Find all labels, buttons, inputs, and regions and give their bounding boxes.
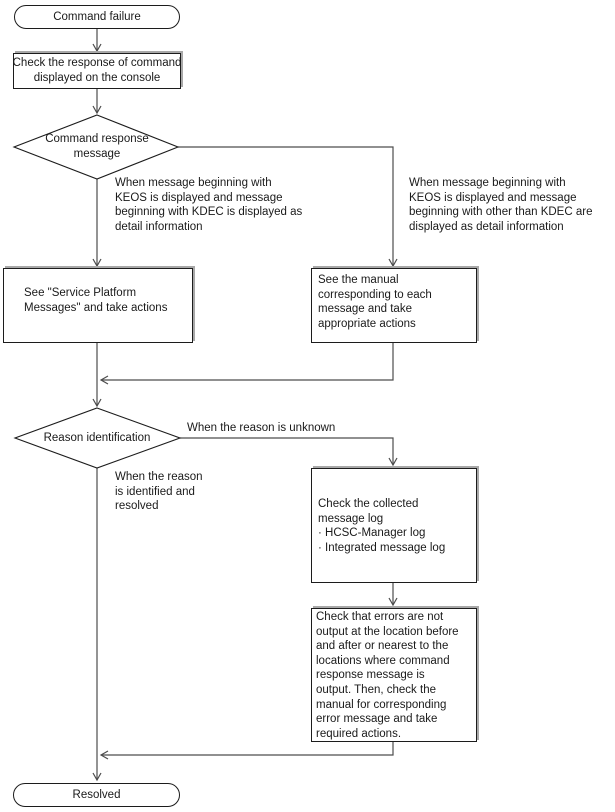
process-check-errors-line6: output. Then, check the xyxy=(316,683,436,696)
process-see-service-platform-line1: See "Service Platform xyxy=(24,287,137,299)
decision-reason-identification-diamond xyxy=(13,407,182,469)
process-check-collected-log: Check the collected message log · HCSC-M… xyxy=(311,468,477,583)
process-check-errors-line1: Check that errors are not xyxy=(316,611,444,623)
terminator-resolved: Resolved xyxy=(13,783,180,807)
process-check-errors-line5: response message is xyxy=(316,669,425,682)
connector-decision2-to-check-collected-log xyxy=(180,437,398,467)
edge-label-reason-identified-line3: resolved xyxy=(115,500,159,513)
process-check-errors-line8: error message and take xyxy=(316,713,438,726)
process-see-manual: See the manual corresponding to each mes… xyxy=(311,268,477,343)
edge-label-keos-kdec-line1: When message beginning with xyxy=(115,177,272,189)
edge-label-keos-other-line1: When message beginning with xyxy=(409,177,566,189)
connector-check-errors-merge xyxy=(99,742,394,760)
process-see-manual-line2: corresponding to each xyxy=(318,288,432,301)
terminator-command-failure-label: Command failure xyxy=(53,10,141,23)
edge-label-keos-kdec-line4: detail information xyxy=(115,220,203,233)
process-check-collected-log-bullet1: · HCSC-Manager log xyxy=(318,527,426,540)
edge-label-reason-identified: When the reason is identified and resolv… xyxy=(115,470,225,514)
connector-see-manual-merge xyxy=(99,343,394,385)
edge-label-keos-other-than-kdec: When message beginning with KEOS is disp… xyxy=(409,176,615,234)
process-see-service-platform-line2: Messages" and take actions xyxy=(24,301,168,314)
edge-label-keos-kdec: When message beginning with KEOS is disp… xyxy=(115,176,337,234)
process-check-errors-line2: output at the location before xyxy=(316,625,459,638)
process-check-collected-log-line2: message log xyxy=(318,512,384,525)
process-check-errors-line3: and after or nearest to the xyxy=(316,640,449,653)
edge-label-keos-other-line2: KEOS is displayed and message xyxy=(409,191,577,204)
process-check-collected-log-bullet2: · Integrated message log xyxy=(318,541,446,554)
edge-label-keos-other-line3: beginning with other than KDEC are xyxy=(409,206,593,219)
decision-reason-identification-text: Reason identification xyxy=(43,432,151,444)
process-see-manual-line1: See the manual xyxy=(318,274,399,286)
process-see-manual-line3: message and take xyxy=(318,303,412,316)
process-check-response-line2: displayed on the console xyxy=(33,72,161,84)
connector-decision1-to-see-manual xyxy=(178,146,398,268)
decision-reason-identification-label: Reason identification xyxy=(22,431,172,446)
process-check-errors-line9: required actions. xyxy=(316,727,402,740)
process-see-manual-line4: appropriate actions xyxy=(318,317,416,330)
edge-label-keos-kdec-line3: beginning with KDEC is displayed as xyxy=(115,206,303,219)
process-check-errors-line4: locations where command xyxy=(316,654,450,667)
process-see-service-platform-messages: See "Service Platform Messages" and take… xyxy=(3,268,193,343)
terminator-command-failure: Command failure xyxy=(14,5,180,29)
decision-command-response-line1: Command response xyxy=(45,133,149,145)
process-check-errors: Check that errors are not output at the … xyxy=(311,608,477,742)
decision-command-response-label: Command response message xyxy=(22,132,172,161)
edge-label-reason-identified-line2: is identified and xyxy=(115,485,195,498)
process-check-errors-line7: manual for corresponding xyxy=(316,698,447,711)
terminator-resolved-label: Resolved xyxy=(72,788,121,801)
edge-label-keos-other-line4: displayed as detail information xyxy=(409,220,564,233)
edge-label-reason-identified-line1: When the reason xyxy=(115,471,203,483)
edge-label-reason-unknown: When the reason is unknown xyxy=(187,422,336,434)
edge-label-keos-kdec-line2: KEOS is displayed and message xyxy=(115,191,283,204)
decision-command-response-line2: message xyxy=(73,147,121,160)
process-check-collected-log-line1: Check the collected xyxy=(318,498,419,510)
decision-command-response-diamond xyxy=(12,114,180,180)
process-check-response-line1: Check the response of command xyxy=(12,57,182,70)
process-check-response: Check the response of command displayed … xyxy=(13,53,181,89)
